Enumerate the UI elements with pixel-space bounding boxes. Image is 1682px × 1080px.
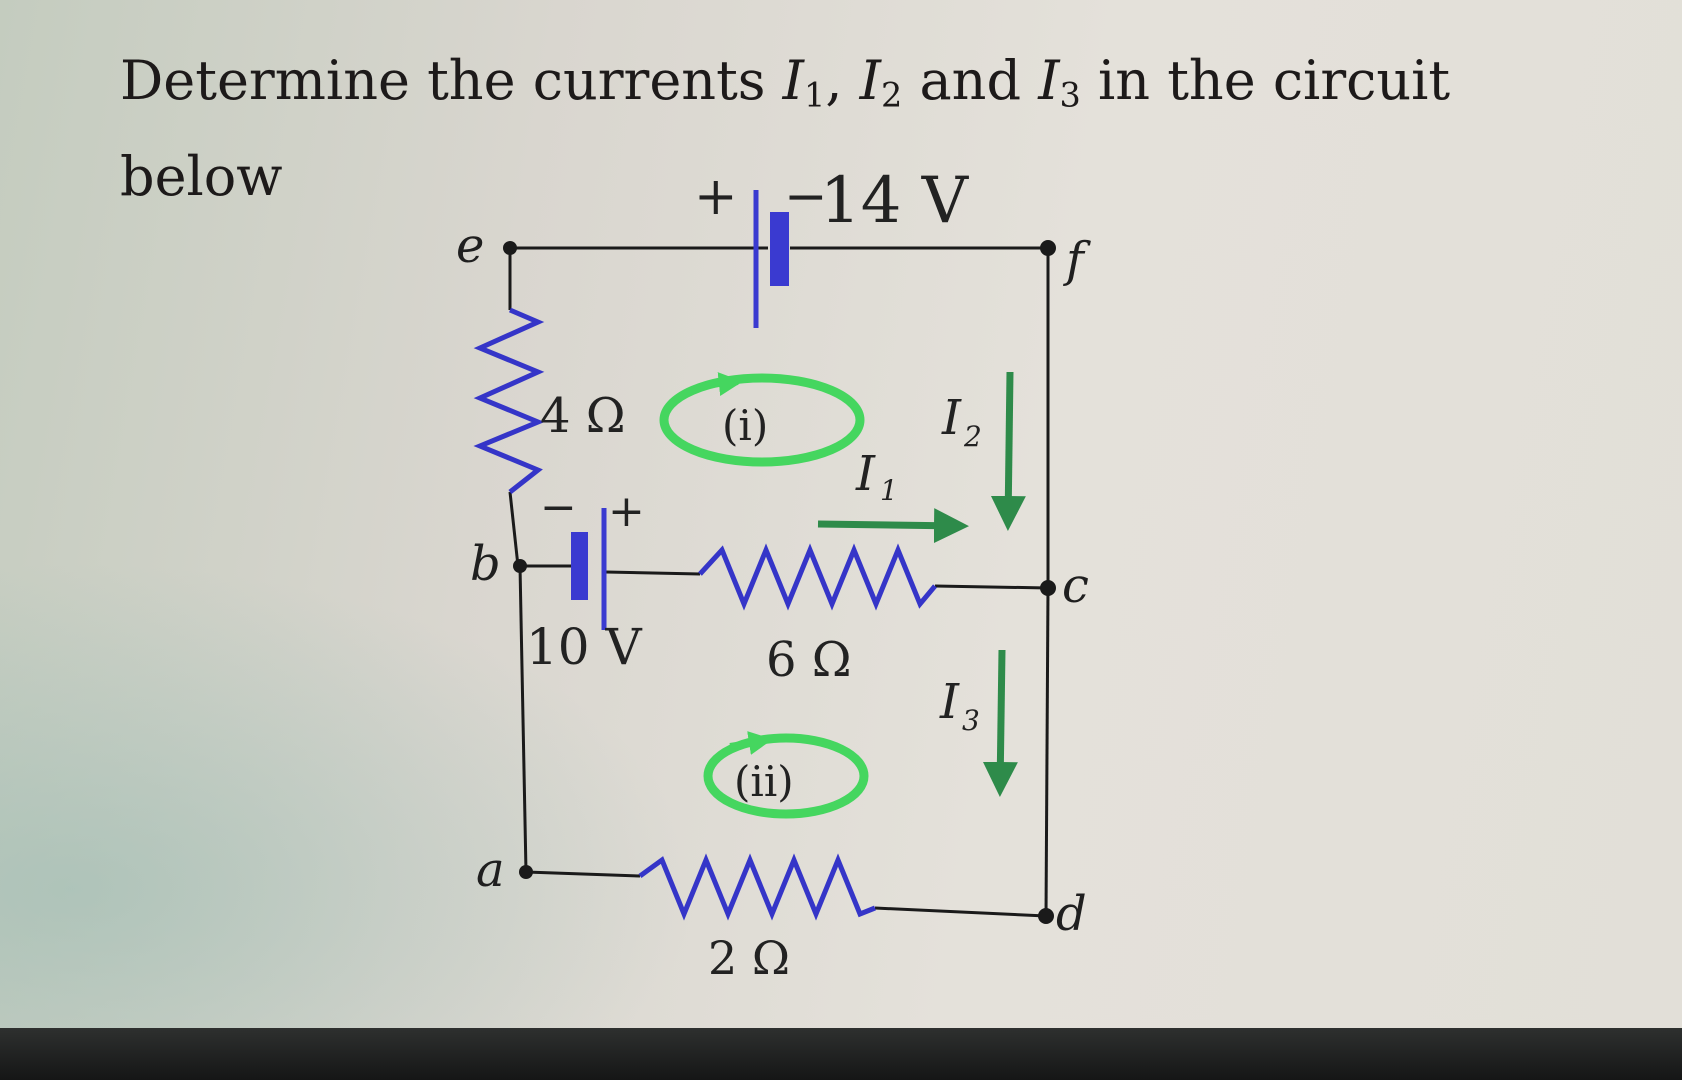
resistor-6ohm xyxy=(698,543,937,611)
wire-resistor-c xyxy=(934,584,1049,590)
svg-text:3: 3 xyxy=(962,704,980,737)
svg-text:2: 2 xyxy=(963,420,982,453)
arrow-i3 xyxy=(982,649,1018,797)
node-label-e: e xyxy=(456,218,484,274)
resistor-4ohm xyxy=(473,307,545,494)
battery-10v-minus: − xyxy=(540,482,577,533)
current-i3: I3 xyxy=(1038,49,1081,115)
node-a-dot xyxy=(519,865,533,879)
battery-10v-voltage: 10 V xyxy=(526,618,643,676)
resistor-4ohm-label: 4 Ω xyxy=(540,388,626,444)
svg-text:1: 1 xyxy=(880,474,898,507)
current-arrows xyxy=(817,371,1026,797)
node-label-c: c xyxy=(1062,558,1089,614)
node-f-dot xyxy=(1040,240,1056,256)
node-label-f: f xyxy=(1063,232,1091,288)
node-label-b: b xyxy=(470,536,501,592)
wire-resistor-b xyxy=(508,491,520,567)
current-label-i3: I 3 xyxy=(939,674,980,737)
wire-resistor-d xyxy=(874,906,1047,918)
node-c-dot xyxy=(1040,580,1056,596)
svg-text:I: I xyxy=(941,390,962,446)
svg-text:I: I xyxy=(939,674,960,730)
svg-text:I: I xyxy=(855,446,876,502)
node-d-dot xyxy=(1038,908,1054,924)
wires xyxy=(508,246,1050,918)
resistor-2ohm-label: 2 Ω xyxy=(708,931,790,985)
loop-i: (i) xyxy=(659,372,865,467)
battery-14v-minus: − xyxy=(784,167,828,227)
resistor-6ohm-label: 6 Ω xyxy=(766,632,852,688)
node-label-a: a xyxy=(476,842,505,898)
battery-10v xyxy=(571,508,607,630)
current-i2: I2 xyxy=(859,49,903,115)
question-text: Determine the currents I1, I2 and I3 in … xyxy=(120,49,1451,209)
resistors xyxy=(473,307,937,921)
battery-14v-plus: + xyxy=(694,167,738,227)
wire-battery-resistor xyxy=(605,570,701,576)
arrow-i1 xyxy=(817,508,969,544)
resistor-2ohm xyxy=(638,853,876,921)
battery-14v xyxy=(753,190,789,328)
battery-14v-voltage: 14 V xyxy=(820,164,970,238)
node-b-dot xyxy=(513,559,527,573)
wire-c-d xyxy=(1044,587,1050,917)
arrow-i2 xyxy=(990,371,1026,531)
node-e-dot xyxy=(503,241,517,255)
monitor-bezel xyxy=(0,1028,1682,1080)
current-label-i2: I 2 xyxy=(941,390,982,453)
loop-label-i: (i) xyxy=(722,401,768,450)
wire-b-a xyxy=(518,565,528,873)
current-i1: I1 xyxy=(782,49,826,115)
node-label-d: d xyxy=(1056,886,1087,942)
background-shade xyxy=(0,560,700,1030)
loop-label-ii: (ii) xyxy=(734,757,794,806)
loop-ii: (ii) xyxy=(703,731,869,819)
nodes xyxy=(503,240,1056,924)
current-label-i1: I 1 xyxy=(855,446,898,507)
wire-a-resistor xyxy=(525,870,641,878)
battery-10v-plus: + xyxy=(608,486,645,537)
